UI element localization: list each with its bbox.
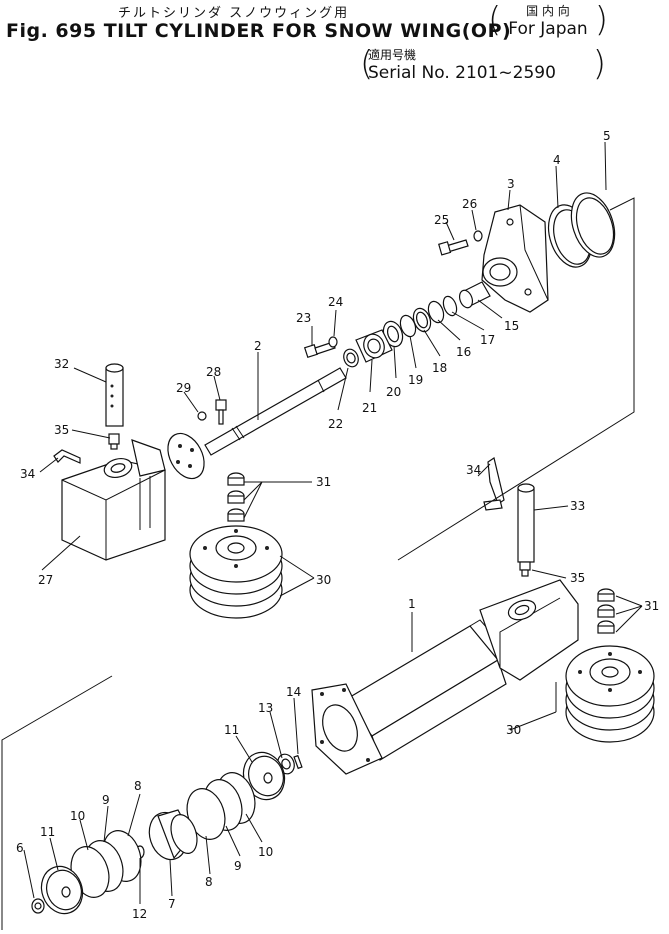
callout-28: 28 [206,365,221,379]
part-2-piston-rod [167,367,347,480]
part-32-pin [105,363,124,427]
callout-33: 33 [570,499,585,513]
callout-26: 26 [462,197,477,211]
callout-8-upper: 8 [205,875,213,889]
part-30-discs-upper [189,525,283,619]
callout-25: 25 [434,213,449,227]
callout-19: 19 [408,373,423,387]
callout-10-upper: 10 [258,845,273,859]
serial-japanese: 適用号機 [368,48,417,62]
part-14-pin [293,754,303,770]
part-34-lock-pin-foot [483,499,503,511]
callout-7: 7 [168,897,176,911]
callout-13: 13 [258,701,273,715]
callout-11-upper: 11 [224,723,239,737]
japanese-title: チルトシリンダ スノウウィング用 [118,6,350,21]
callout-10-lower: 10 [70,809,85,823]
destination-note: 国 内 向 For Japan [488,0,608,40]
part-33-pin [517,483,535,563]
callout-29: 29 [176,381,191,395]
callout-16: 16 [456,345,471,359]
callout-32: 32 [54,357,69,371]
destination-japanese: 国 内 向 [526,4,570,18]
part-3-cylinder-head [481,204,549,313]
part-34-lock-pin-upper [53,449,81,464]
part-35-grease-nipple-lower [519,561,531,577]
part-31-bushings-upper [227,472,245,522]
callout-31-upper: 31 [316,475,331,489]
part-25-bolt [438,239,469,256]
part-20-wiper-bore [386,325,400,343]
part-24-washer [328,336,338,348]
part-21-retainer [355,329,393,363]
part-23-bolt [303,341,336,359]
callout-8-lower: 8 [134,779,142,793]
callout-21: 21 [362,401,377,415]
callout-27: 27 [38,573,53,587]
part-17-ring [442,295,458,317]
callout-2: 2 [254,339,262,353]
callout-35-lower: 35 [570,571,585,585]
part-5-backup-ring-inner [575,197,615,255]
callout-5: 5 [603,129,611,143]
part-35-grease-nipple-upper [108,433,120,450]
callout-35-upper: 35 [54,423,69,437]
callout-24: 24 [328,295,343,309]
callout-11-lower: 11 [40,825,55,839]
leader-lines [23,141,643,904]
callout-20: 20 [386,385,401,399]
part-22-seal-bore [346,352,356,364]
part-30-discs-lower [565,645,655,743]
callout-30-upper: 30 [316,573,331,587]
assembly-boundary-line-upper [397,197,635,561]
part-28-bolt [215,399,227,425]
callout-4: 4 [553,153,561,167]
part-15-bushing [458,281,491,309]
part-1-cylinder-tube [311,579,579,775]
callout-labels: 3 4 5 25 26 15 17 16 18 19 20 21 22 23 2… [16,129,659,921]
part-11-wear-ring-lower [40,865,84,915]
figure-header: チルトシリンダ スノウウィング用 Fig. 695 TILT CYLINDER … [0,0,669,95]
destination-label: For Japan [508,19,588,39]
part-6-nut-bore [34,902,42,910]
part-34-lock-pin-lower [487,457,505,505]
part-19-seal [399,314,417,338]
part-31-bushings-lower [597,588,615,634]
callout-30-lower: 30 [506,723,521,737]
callout-18: 18 [432,361,447,375]
part-11-wear-ring-upper [242,751,286,801]
callout-34-upper: 34 [20,467,35,481]
part-7-piston [148,809,198,861]
callout-3: 3 [507,177,515,191]
assembly-boundary-line-lower [1,675,113,930]
callout-17: 17 [480,333,495,347]
callout-6: 6 [16,841,24,855]
part-18-seal-bore [415,311,429,329]
callout-15: 15 [504,319,519,333]
callout-22: 22 [328,417,343,431]
figure-title: Fig. 695 TILT CYLINDER FOR SNOW WING(OP) [6,20,512,42]
callout-12: 12 [132,907,147,921]
part-29-washer [197,411,207,421]
callout-14: 14 [286,685,301,699]
callout-23: 23 [296,311,311,325]
serial-note: 適用号機 Serial No. 2101~2590 [360,44,606,84]
callout-31-lower: 31 [644,599,659,613]
callout-9-upper: 9 [234,859,242,873]
callout-1: 1 [408,597,416,611]
callout-34-lower: 34 [466,463,481,477]
part-27-clevis [61,439,166,561]
serial-range: Serial No. 2101~2590 [368,63,556,83]
part-16-seal [427,300,445,324]
callout-9-lower: 9 [102,793,110,807]
part-26-washer [473,230,483,242]
